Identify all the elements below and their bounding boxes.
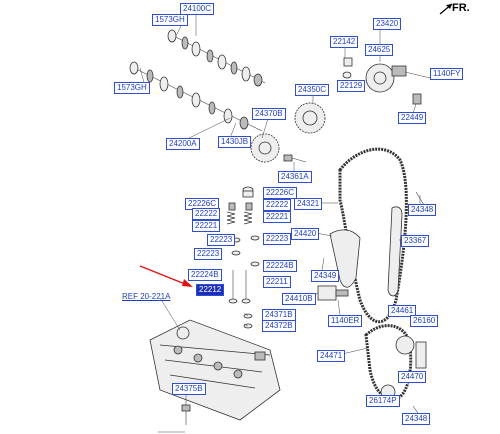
- callout-22223-right[interactable]: 22223: [263, 233, 292, 245]
- callout-22221-left[interactable]: 22221: [192, 220, 221, 232]
- callout-24370B[interactable]: 24370B: [252, 108, 286, 120]
- callout-1140FY[interactable]: 1140FY: [430, 68, 464, 80]
- callout-22129[interactable]: 22129: [337, 80, 366, 92]
- intake-camshaft: [167, 29, 266, 87]
- reference-link-cylinder-head[interactable]: REF 20-221A: [122, 292, 171, 301]
- valve-train-parts: [226, 186, 260, 329]
- callout-24461[interactable]: 24461: [388, 305, 417, 317]
- chain-tensioner: [317, 285, 349, 301]
- callout-24625[interactable]: 24625: [365, 44, 394, 56]
- cam-sprocket-upper: [294, 102, 326, 134]
- callout-24372B[interactable]: 24372B: [262, 320, 296, 332]
- callout-24350C[interactable]: 24350C: [295, 84, 330, 96]
- callout-24420[interactable]: 24420: [291, 228, 320, 240]
- callout-1573GH-upper[interactable]: 1573GH: [152, 14, 188, 26]
- callout-22224B-right[interactable]: 22224B: [263, 260, 297, 272]
- callout-22222-left[interactable]: 22222: [192, 208, 221, 220]
- callout-23420[interactable]: 23420: [373, 18, 402, 30]
- callout-22224B-left[interactable]: 22224B: [188, 269, 222, 281]
- callout-22221-right[interactable]: 22221: [263, 211, 292, 223]
- cylinder-head: [149, 319, 281, 421]
- callout-22142[interactable]: 22142: [330, 36, 359, 48]
- callout-22211[interactable]: 22211: [263, 276, 291, 288]
- callout-26174P[interactable]: 26174P: [366, 395, 400, 407]
- callout-22212-selected[interactable]: 22212: [196, 284, 225, 296]
- callout-26160[interactable]: 26160: [410, 315, 439, 327]
- cvvt-actuator: [342, 57, 422, 105]
- callout-24375B[interactable]: 24375B: [172, 383, 206, 395]
- callout-1430JB[interactable]: 1430JB: [218, 136, 252, 148]
- callout-24349[interactable]: 24349: [311, 270, 340, 282]
- head-bolt: [181, 402, 191, 425]
- chain-guide-left: [329, 229, 361, 288]
- callout-22222-right[interactable]: 22222: [263, 199, 292, 211]
- callout-24200A[interactable]: 24200A: [166, 138, 200, 150]
- callout-23367[interactable]: 23367: [401, 235, 430, 247]
- chain-guide-right: [387, 206, 403, 297]
- callout-24470[interactable]: 24470: [398, 371, 427, 383]
- callout-24100C[interactable]: 24100C: [180, 3, 215, 15]
- callout-24471[interactable]: 24471: [317, 350, 346, 362]
- highlight-arrow-icon: [139, 265, 193, 287]
- sprocket-bolt: [283, 154, 307, 163]
- callout-22223-left-lower[interactable]: 22223: [194, 248, 223, 260]
- callout-22226C-right[interactable]: 22226C: [263, 187, 298, 199]
- exhaust-camshaft: [129, 61, 263, 132]
- callout-24348-lower[interactable]: 24348: [402, 413, 431, 425]
- callout-24410B[interactable]: 24410B: [282, 293, 316, 305]
- callout-22223-left-upper[interactable]: 22223: [207, 234, 236, 246]
- callout-1573GH-lower[interactable]: 1573GH: [114, 82, 150, 94]
- cam-sprocket-lower: [250, 133, 280, 163]
- callout-24348-upper[interactable]: 24348: [408, 204, 437, 216]
- callout-24361A[interactable]: 24361A: [278, 171, 312, 183]
- front-direction-label: FR.: [452, 2, 470, 14]
- front-direction-arrow-icon: [439, 3, 453, 15]
- callout-22449[interactable]: 22449: [398, 112, 427, 124]
- callout-1140ER[interactable]: 1140ER: [328, 315, 363, 327]
- callout-24321[interactable]: 24321: [294, 198, 323, 210]
